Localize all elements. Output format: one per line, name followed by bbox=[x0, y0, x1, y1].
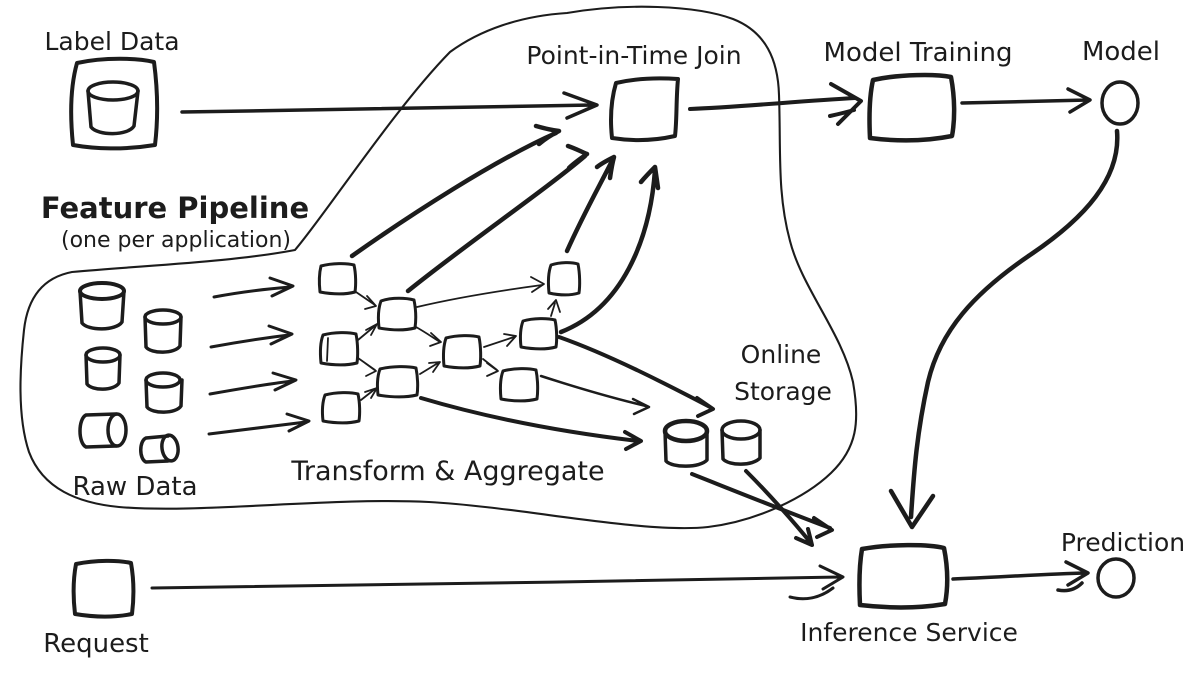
raw-data-cylinder-3-body bbox=[84, 353, 122, 391]
raw-data-cylinder-6-body bbox=[139, 434, 170, 464]
prediction-label: Prediction bbox=[1061, 528, 1185, 557]
arrow-a-to-b bbox=[355, 291, 377, 310]
raw-data-cylinder-1-body bbox=[78, 289, 126, 331]
arrow-cluster-to-storage-2 bbox=[539, 374, 651, 416]
node-transform-aggregate: Transform & Aggregate bbox=[290, 261, 605, 487]
arrow-raw-2 bbox=[209, 324, 294, 349]
label-data-box bbox=[69, 56, 160, 151]
node-prediction: Prediction bbox=[1061, 528, 1185, 599]
node-point-in-time-join: Point-in-Time Join bbox=[526, 41, 742, 143]
online-storage-cylinder-1-top bbox=[662, 418, 710, 444]
transform-box-e bbox=[320, 391, 362, 425]
arrow-cluster-to-storage-3 bbox=[419, 396, 643, 451]
arrow-inference-to-prediction bbox=[951, 560, 1090, 593]
transform-aggregate-label: Transform & Aggregate bbox=[290, 456, 604, 487]
raw-data-cylinder-4-body bbox=[144, 378, 184, 414]
model-training-label: Model Training bbox=[824, 38, 1013, 68]
feature-pipeline-title-group: Feature Pipeline (one per application) bbox=[41, 191, 309, 253]
arrow-mid-to-f bbox=[483, 333, 517, 348]
transform-box-c bbox=[318, 331, 360, 367]
point-in-time-join-box bbox=[609, 76, 680, 143]
transform-box-h bbox=[546, 261, 582, 297]
arrow-b-to-mid bbox=[415, 326, 442, 347]
arrow-cluster-to-pit-2 bbox=[405, 143, 590, 294]
prediction-circle bbox=[1096, 557, 1136, 599]
transform-box-g bbox=[498, 367, 540, 403]
feature-pipeline-subtitle: (one per application) bbox=[61, 228, 291, 253]
model-label: Model bbox=[1082, 37, 1160, 67]
raw-data-cylinder-5-body bbox=[78, 412, 118, 449]
arrow-model-to-inference bbox=[888, 128, 1120, 530]
node-raw-data: Raw Data bbox=[72, 281, 198, 502]
raw-data-cylinder-6-cap bbox=[160, 433, 180, 463]
transform-box-c-double-stroke bbox=[326, 337, 329, 362]
node-model-training: Model Training bbox=[824, 38, 1013, 143]
blob-outline bbox=[19, 5, 858, 530]
online-storage-cylinder-1-body bbox=[663, 429, 709, 468]
arrow-cluster-to-pit-3 bbox=[564, 154, 617, 254]
arrow-c-to-b bbox=[357, 323, 378, 341]
online-storage-cylinder-2-body bbox=[720, 428, 762, 466]
node-model: Model bbox=[1082, 37, 1160, 126]
arrow-b-to-h bbox=[416, 276, 545, 308]
online-storage-cylinder-2-top bbox=[720, 419, 762, 441]
model-training-box bbox=[867, 72, 957, 143]
arrow-raw-3 bbox=[208, 371, 298, 396]
arrow-raw-1 bbox=[212, 276, 295, 299]
raw-data-cylinder-4-top bbox=[144, 371, 182, 389]
node-inference-service: Inference Service bbox=[800, 542, 1018, 647]
arrow-f-to-h bbox=[547, 299, 561, 317]
arrow-cluster-to-storage-1 bbox=[557, 335, 715, 418]
arrow-model-training-to-model bbox=[960, 87, 1092, 114]
arrow-storage-to-inference-1 bbox=[690, 472, 834, 539]
arrow-storage-to-inference-2 bbox=[744, 469, 814, 547]
raw-data-cylinder-2-body bbox=[143, 315, 183, 354]
arrow-raw-4 bbox=[207, 412, 311, 436]
arrow-e-to-d bbox=[360, 387, 378, 401]
arrow-c-to-d bbox=[357, 357, 377, 377]
label-data-cylinder-body bbox=[86, 89, 140, 136]
inference-service-label: Inference Service bbox=[800, 618, 1018, 647]
transform-box-mid bbox=[441, 334, 483, 370]
arrow-d-to-mid bbox=[419, 361, 441, 375]
label-data-cylinder-top bbox=[86, 80, 140, 102]
request-label: Request bbox=[43, 629, 149, 659]
raw-data-cylinder-1-top bbox=[78, 281, 126, 301]
feature-pipeline-title: Feature Pipeline bbox=[41, 191, 309, 225]
request-box bbox=[71, 558, 136, 619]
online-storage-label-line2: Storage bbox=[734, 377, 832, 406]
arrow-cluster-to-pit-1 bbox=[349, 123, 562, 259]
node-request: Request bbox=[43, 558, 149, 659]
raw-data-label: Raw Data bbox=[72, 472, 197, 502]
transform-box-a bbox=[317, 262, 358, 296]
raw-data-cylinder-5-cap bbox=[106, 412, 128, 448]
transform-box-d bbox=[375, 365, 420, 399]
raw-data-cylinder-2-top bbox=[143, 308, 183, 326]
transform-box-b bbox=[376, 296, 418, 332]
model-circle bbox=[1100, 80, 1140, 126]
arrow-request-to-inference bbox=[150, 564, 845, 601]
label-data-label: Label Data bbox=[44, 27, 179, 56]
online-storage-label-line1: Online bbox=[741, 340, 822, 369]
edges bbox=[150, 82, 1120, 601]
point-in-time-join-label: Point-in-Time Join bbox=[526, 41, 741, 70]
arrow-label-data-to-pit-join bbox=[180, 91, 599, 120]
node-online-storage: Online Storage bbox=[662, 340, 832, 468]
arrow-pit-join-to-model-training bbox=[688, 82, 863, 126]
raw-data-cylinder-3-top bbox=[84, 346, 122, 364]
arrow-mid-to-g bbox=[482, 358, 499, 377]
node-label-data: Label Data bbox=[44, 27, 180, 151]
arrow-cluster-to-pit-4 bbox=[558, 164, 661, 335]
feature-pipeline-boundary bbox=[19, 5, 858, 530]
inference-service-box bbox=[857, 542, 950, 610]
transform-box-f bbox=[518, 317, 559, 351]
